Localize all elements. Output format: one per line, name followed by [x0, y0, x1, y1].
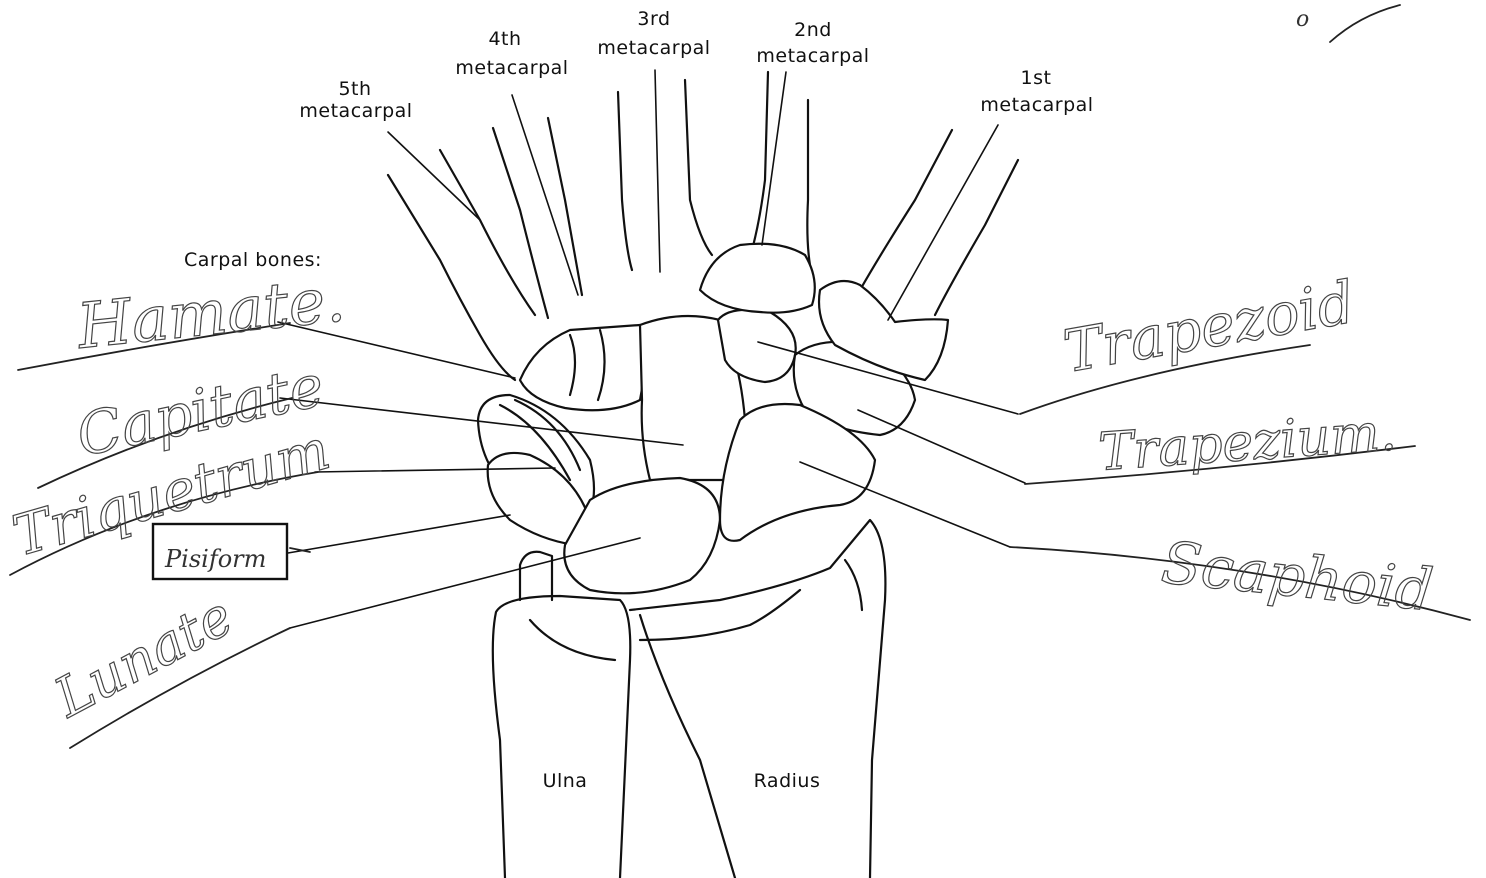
hamate-bone — [520, 325, 644, 410]
label-radius: Radius — [754, 770, 821, 792]
label-2nd-metacarpal-line1: 2nd — [794, 19, 832, 41]
label-4th-metacarpal-line2: metacarpal — [455, 57, 568, 79]
handwritten-trapezoid: Trapezoid — [1059, 268, 1360, 386]
label-1st-metacarpal-line2: metacarpal — [980, 94, 1093, 116]
ulna-bone — [493, 552, 630, 878]
label-1st-metacarpal-line1: 1st — [1021, 67, 1052, 89]
handwritten-trapezium: Trapezium. — [1097, 402, 1398, 483]
label-ulna: Ulna — [543, 770, 588, 792]
label-3rd-metacarpal-line2: metacarpal — [597, 37, 710, 59]
handwritten-scaphoid: Scaphoid — [1159, 528, 1436, 624]
second-metacarpal-base — [700, 244, 815, 313]
label-2nd-metacarpal-line2: metacarpal — [756, 45, 869, 67]
corner-mark-text: o — [1296, 7, 1309, 32]
label-5th-metacarpal-line1: 5th — [338, 78, 371, 100]
handwritten-hamate: Hamate. — [73, 262, 348, 363]
corner-pencil-mark: o — [1296, 5, 1400, 42]
handwritten-lunate: Lunate — [44, 584, 243, 730]
label-4th-metacarpal-line1: 4th — [488, 28, 521, 50]
label-5th-metacarpal-line2: metacarpal — [299, 100, 412, 122]
label-3rd-metacarpal-line1: 3rd — [637, 8, 670, 30]
handwritten-pisiform: Pisiform — [164, 545, 266, 573]
